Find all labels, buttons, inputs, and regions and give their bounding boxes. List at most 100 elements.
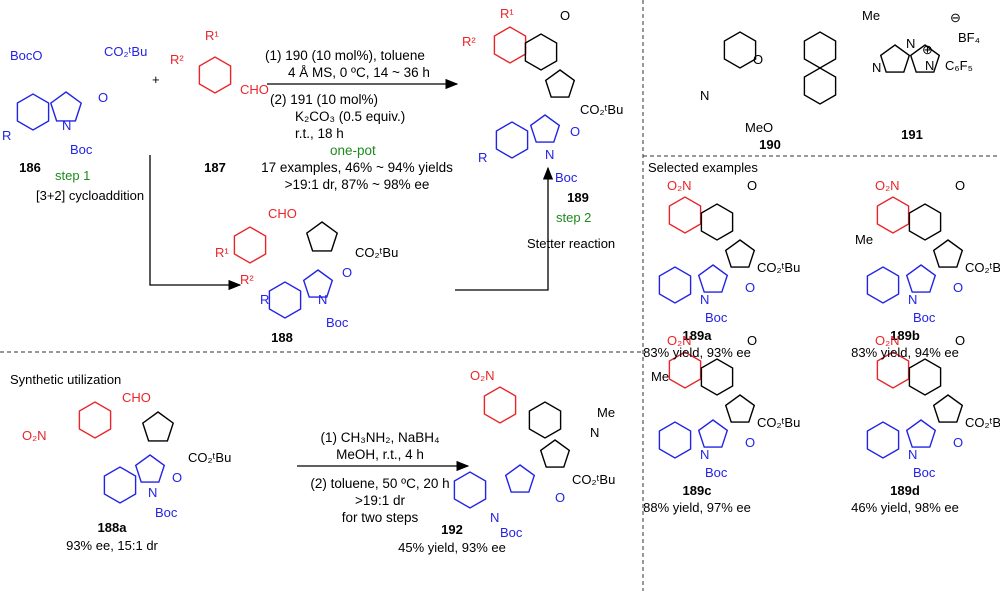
boc-label: Boc — [705, 310, 728, 325]
n-label: N — [872, 60, 882, 75]
compound-191-label: 191 — [901, 127, 923, 142]
cho-label: CHO — [122, 390, 151, 405]
five-membered-ring — [905, 264, 937, 293]
five-membered-ring — [932, 239, 964, 268]
carbonyl-o-label: O — [953, 435, 964, 450]
boc-label: Boc — [913, 310, 936, 325]
five-membered-ring — [544, 69, 576, 98]
five-membered-ring — [905, 419, 937, 448]
bf4-label: BF₄ — [958, 30, 980, 45]
step2-arrow — [455, 166, 554, 291]
boc-label: Boc — [326, 315, 349, 330]
naphthalene-ring — [803, 31, 837, 69]
ester-label: CO₂ᵗBu — [965, 260, 1000, 275]
naphthalene-ring — [803, 67, 837, 105]
five-membered-ring — [49, 91, 83, 122]
r1-label: R¹ — [500, 6, 514, 21]
condition-line: (1) CH₃NH₂, NaBH₄ — [320, 430, 440, 445]
ester-label: CO₂ᵗBu — [757, 260, 801, 275]
ketone-o-label: O — [955, 178, 966, 193]
r1-label: R¹ — [215, 245, 229, 260]
benzene-ring — [483, 386, 517, 424]
example-result: 83% yield, 93% ee — [643, 345, 751, 360]
cho-label: CHO — [268, 206, 297, 221]
condition-line: (2) toluene, 50 ºC, 20 h — [310, 476, 450, 491]
r2-label: R² — [462, 34, 476, 49]
one-pot-label: one-pot — [330, 143, 376, 158]
benzene-ring — [103, 466, 137, 504]
step1-name: [3+2] cycloaddition — [36, 188, 145, 203]
scope-line: 17 examples, 46% ~ 94% yields — [261, 160, 453, 175]
benzene-ring — [493, 26, 527, 64]
benzene-ring — [876, 196, 910, 234]
condition-line: 4 Å MS, 0 ºC, 14 ~ 36 h — [288, 65, 430, 80]
cyclopentene-ring — [141, 411, 175, 442]
carbonyl-o-label: O — [745, 435, 756, 450]
condition-line: r.t., 18 h — [295, 126, 344, 141]
carbonyl-o-label: O — [745, 280, 756, 295]
r1-label: R¹ — [205, 28, 219, 43]
benzene-ring — [668, 351, 702, 389]
condition-line: K₂CO₃ (0.5 equiv.) — [295, 109, 406, 124]
five-membered-ring — [724, 394, 756, 423]
boc-label: Boc — [913, 465, 936, 480]
amine-n-label: N — [590, 425, 600, 440]
carbonyl-o-label: O — [98, 90, 109, 105]
boc-label: Boc — [500, 525, 523, 540]
minus-charge: ⊖ — [950, 10, 961, 25]
benzene-ring — [876, 351, 910, 389]
compound-188-label: 188 — [271, 330, 293, 345]
ester-label: CO₂ᵗBu — [355, 245, 399, 260]
compound-192-result: 45% yield, 93% ee — [398, 540, 506, 555]
ester-label: CO₂ᵗBu — [580, 102, 624, 117]
ester-label: CO₂ᵗBu — [757, 415, 801, 430]
carbonyl-o-label: O — [555, 490, 566, 505]
n-label: N — [700, 292, 710, 307]
compound-189-label: 189 — [567, 190, 589, 205]
carbonyl-o-label: O — [342, 265, 353, 280]
azepane-ring — [528, 401, 562, 439]
ester-label: CO₂ᵗBu — [965, 415, 1000, 430]
benzene-ring — [658, 421, 692, 459]
step1-arrow — [149, 155, 242, 291]
step2-label: step 2 — [556, 210, 592, 225]
five-membered-ring — [504, 464, 536, 493]
ester-label: CO₂ᵗBu — [104, 44, 148, 59]
ether-o-label: O — [753, 52, 764, 67]
carbonyl-o-label: O — [953, 280, 964, 295]
bicyclic-ring — [524, 33, 558, 71]
nitro-label: O₂N — [470, 368, 495, 383]
carbonyl-o-label: O — [172, 470, 183, 485]
compound-186-label: 186 — [19, 160, 41, 175]
boc-label: Boc — [555, 170, 578, 185]
benzene-ring — [16, 93, 50, 131]
boc-label: Boc — [70, 142, 93, 157]
n-label: N — [545, 147, 555, 162]
triazole-ring — [909, 44, 941, 73]
example-result: 88% yield, 97% ee — [643, 500, 751, 515]
ketone-o-label: O — [747, 333, 758, 348]
n-label: N — [318, 292, 328, 307]
n-label: N — [700, 447, 710, 462]
n-label: N — [908, 292, 918, 307]
condition-line: MeOH, r.t., 4 h — [336, 447, 424, 462]
condition-line: (1) 190 (10 mol%), toluene — [265, 48, 425, 63]
condition-line: >19:1 dr — [355, 493, 405, 508]
methyl-label: Me — [651, 369, 670, 384]
nitro-label: O₂N — [875, 178, 900, 193]
example-result: 83% yield, 94% ee — [851, 345, 959, 360]
plus-sign: + — [152, 72, 160, 87]
benzene-ring — [668, 196, 702, 234]
n-label: N — [700, 88, 710, 103]
five-membered-ring — [724, 239, 756, 268]
five-membered-ring — [539, 439, 571, 468]
n-label: N — [908, 447, 918, 462]
step2-name: Stetter reaction — [527, 236, 616, 251]
bicyclic-ring — [908, 358, 942, 396]
r2-label: R² — [240, 272, 254, 287]
n-label: N — [906, 36, 916, 51]
bicyclic-ring — [700, 203, 734, 241]
benzene-ring — [78, 401, 112, 439]
ester-label: CO₂ᵗBu — [188, 450, 232, 465]
